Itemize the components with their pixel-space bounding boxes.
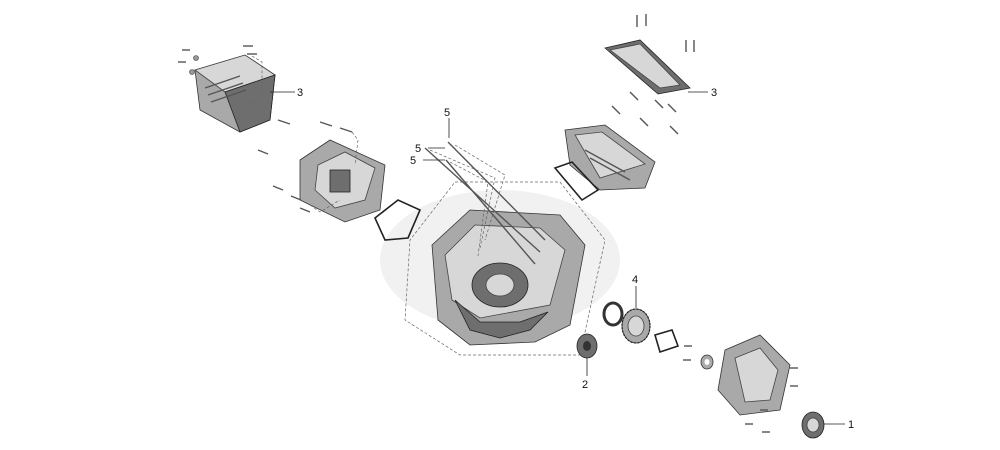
callout-1: 1 <box>824 419 854 431</box>
callout-label: 2 <box>582 379 588 391</box>
callout-5-bottom: 5 <box>410 155 445 167</box>
front-valve-cover <box>604 39 691 95</box>
callout-5-top: 5 <box>444 107 450 138</box>
front-head-gasket <box>553 161 600 202</box>
callout-label: 3 <box>711 87 717 99</box>
front-head-bolts <box>611 91 679 135</box>
callout-4: 4 <box>632 274 638 308</box>
rear-head-bolts <box>257 119 359 213</box>
callout-3-left: 3 <box>270 87 303 99</box>
rear-head-gasket <box>374 199 422 241</box>
front-cover-bolts <box>636 14 695 52</box>
front-cylinder-head <box>564 124 656 191</box>
washer <box>700 354 714 370</box>
crankcase <box>431 209 586 346</box>
callout-label: 4 <box>632 274 638 286</box>
seal-2 <box>576 333 598 359</box>
callout-label: 5 <box>444 107 450 119</box>
gear-4 <box>621 308 651 344</box>
cap-1 <box>801 411 825 439</box>
callout-3-right: 3 <box>688 87 717 99</box>
callout-label: 5 <box>415 143 421 155</box>
rear-valve-cover <box>194 54 276 133</box>
spacer-ring <box>602 301 624 327</box>
side-cover-bolts <box>683 345 798 433</box>
side-cover <box>717 334 791 416</box>
small-gasket <box>654 329 680 354</box>
callout-label: 5 <box>410 155 416 167</box>
rear-cover-bolts <box>178 45 263 105</box>
crankcase-boundary <box>404 181 606 356</box>
rear-cylinder-head <box>299 139 386 223</box>
callout-label: 3 <box>297 87 303 99</box>
callout-2: 2 <box>582 358 588 391</box>
callout-label: 1 <box>848 419 854 431</box>
callout-5-middle: 5 <box>415 143 445 155</box>
crankcase-through-bolts <box>424 141 546 265</box>
